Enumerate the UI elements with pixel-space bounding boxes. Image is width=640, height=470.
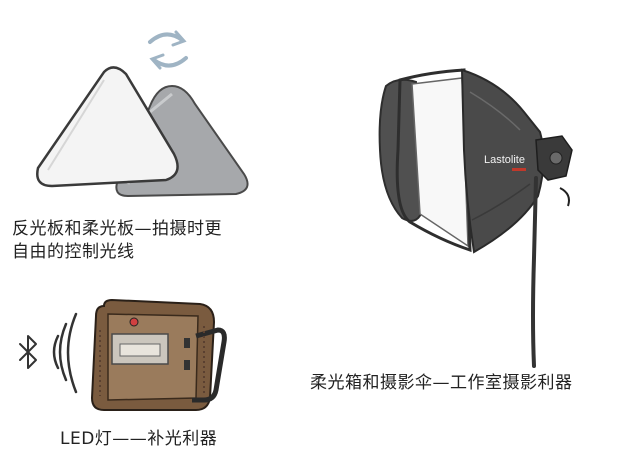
softbox-caption: 柔光箱和摄影伞—工作室摄影利器 [310, 373, 573, 393]
led-caption: LED灯——补光利器 [60, 429, 218, 449]
reflector-caption: 反光板和柔光板—拍摄时更 自由的控制光线 [12, 218, 302, 264]
bluetooth-icon [19, 335, 37, 369]
reflector-caption-line1: 反光板和柔光板—拍摄时更 [12, 219, 222, 239]
softbox: Lastolite [378, 68, 573, 368]
reflector-panel [36, 66, 179, 188]
softbox-brand-label: Lastolite [484, 154, 525, 166]
swap-arrows-icon [148, 30, 188, 70]
wireless-signal-icon [52, 312, 78, 394]
led-panel-light [90, 298, 227, 411]
reflector-caption-line2: 自由的控制光线 [12, 242, 135, 262]
brand-mark [512, 168, 526, 171]
